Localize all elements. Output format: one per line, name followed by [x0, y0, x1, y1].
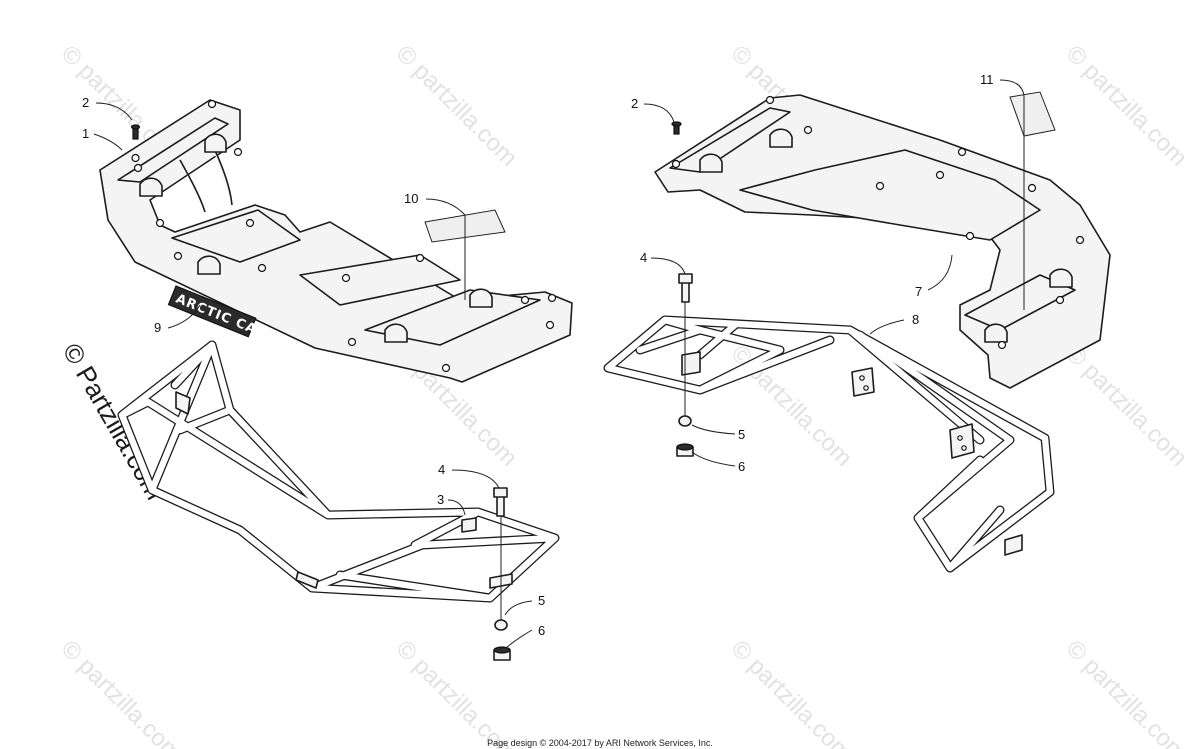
- left-assembly: ARCTIC CAT: [82, 95, 573, 661]
- watermark: © partzilla.com: [56, 635, 188, 749]
- callout-3: 3: [437, 492, 444, 507]
- callout-10: 10: [404, 191, 418, 206]
- watermark: © partzilla.com: [1061, 40, 1193, 172]
- decal-part-11: [1009, 91, 1056, 137]
- callout-4: 4: [640, 250, 647, 265]
- callout-11: 11: [980, 72, 994, 87]
- callout-5: 5: [538, 593, 545, 608]
- watermark: © partzilla.com: [726, 340, 858, 472]
- bushing-part-5: [678, 415, 692, 427]
- callout-4: 4: [438, 462, 445, 477]
- bushing-part-5: [494, 619, 508, 631]
- right-leader-lines: [643, 79, 1025, 467]
- left-leader-lines: [93, 102, 533, 649]
- screw-part-2: [130, 124, 141, 163]
- front-bumper-part-3: [117, 340, 560, 603]
- watermark: © partzilla.com: [1061, 340, 1193, 472]
- callout-7: 7: [915, 284, 922, 299]
- screw-part-2: [671, 121, 682, 135]
- rear-rack-part-7: [654, 94, 1111, 389]
- callout-2: 2: [631, 96, 638, 111]
- right-assembly: 2 11 7 8 4 5 6: [603, 72, 1111, 573]
- callout-8: 8: [912, 312, 919, 327]
- bolt-part-4: [678, 273, 693, 303]
- rear-bumper-part-8: [603, 315, 1055, 573]
- watermark: © partzilla.com: [1061, 635, 1193, 749]
- callout-6: 6: [738, 459, 745, 474]
- callout-1: 1: [82, 126, 89, 141]
- watermark: © partzilla.com: [391, 40, 523, 172]
- callout-5: 5: [738, 427, 745, 442]
- callout-9: 9: [154, 320, 161, 335]
- front-rack-part-1: [99, 99, 573, 383]
- bolt-part-4: [493, 487, 508, 517]
- grommet-part-6: [493, 646, 511, 661]
- watermark: © partzilla.com: [726, 635, 858, 749]
- grommet-part-6: [676, 443, 694, 457]
- callout-2: 2: [82, 95, 89, 110]
- page-footer: Page design © 2004-2017 by ARI Network S…: [487, 738, 713, 748]
- callout-6: 6: [538, 623, 545, 638]
